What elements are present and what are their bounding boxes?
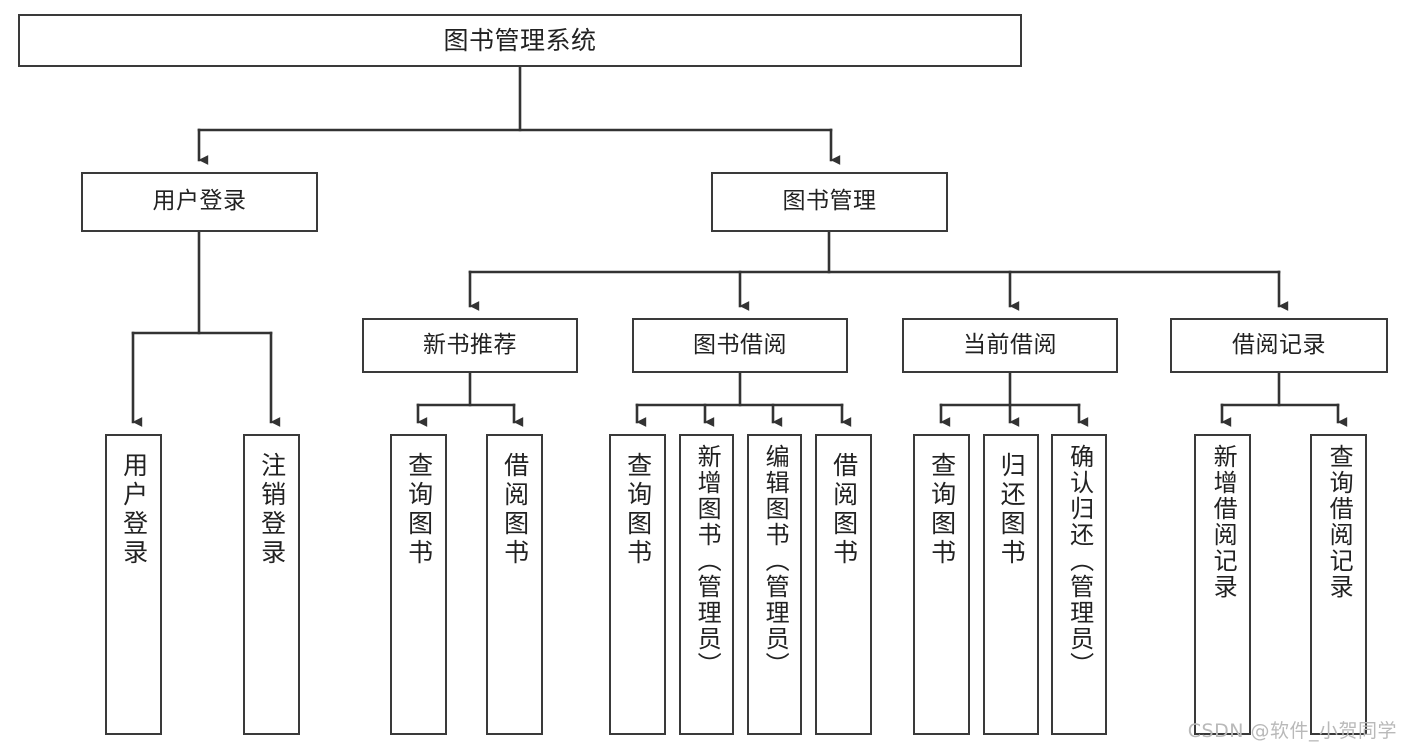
node-new-book-recommend[interactable]: 新书推荐 xyxy=(362,318,578,373)
node-label: 查询借阅记录 xyxy=(1325,444,1354,600)
leaf-book-borrow-edit-admin[interactable]: 编辑图书（管理员） xyxy=(747,434,802,735)
node-label: 确认归还（管理员） xyxy=(1065,444,1094,678)
leaf-book-borrow-query[interactable]: 查询图书 xyxy=(609,434,666,735)
node-book-management[interactable]: 图书管理 xyxy=(711,172,948,232)
node-label: 新书推荐 xyxy=(423,331,517,358)
leaf-current-borrow-return[interactable]: 归还图书 xyxy=(983,434,1039,735)
node-label: 借阅图书 xyxy=(829,452,859,568)
node-label: 新增借阅记录 xyxy=(1209,444,1238,600)
node-label: 新增图书（管理员） xyxy=(693,444,722,678)
leaf-user-login-logout[interactable]: 注销登录 xyxy=(243,434,300,735)
node-book-borrow[interactable]: 图书借阅 xyxy=(632,318,848,373)
node-label: 图书管理系统 xyxy=(443,25,597,55)
node-label: 编辑图书（管理员） xyxy=(761,444,790,678)
leaf-new-book-borrow[interactable]: 借阅图书 xyxy=(486,434,543,735)
node-label: 借阅记录 xyxy=(1232,331,1326,358)
node-current-borrow[interactable]: 当前借阅 xyxy=(902,318,1118,373)
leaf-borrow-record-add[interactable]: 新增借阅记录 xyxy=(1194,434,1251,735)
leaf-new-book-query[interactable]: 查询图书 xyxy=(390,434,447,735)
node-label: 图书管理 xyxy=(782,188,877,215)
watermark-text: CSDN @软件_小贺同学 xyxy=(1187,720,1397,742)
node-label: 图书借阅 xyxy=(693,331,787,358)
leaf-user-login-login[interactable]: 用户登录 xyxy=(105,434,162,735)
node-label: 借阅图书 xyxy=(500,452,530,568)
node-user-login[interactable]: 用户登录 xyxy=(81,172,318,232)
node-borrow-record[interactable]: 借阅记录 xyxy=(1170,318,1388,373)
leaf-book-borrow-add-admin[interactable]: 新增图书（管理员） xyxy=(679,434,734,735)
node-label: 当前借阅 xyxy=(963,331,1057,358)
node-label: 查询图书 xyxy=(404,452,434,568)
leaf-book-borrow-borrow[interactable]: 借阅图书 xyxy=(815,434,872,735)
node-label: 注销登录 xyxy=(257,452,287,568)
leaf-current-borrow-confirm-return-admin[interactable]: 确认归还（管理员） xyxy=(1051,434,1107,735)
node-root-book-management-system[interactable]: 图书管理系统 xyxy=(18,14,1022,67)
node-label: 归还图书 xyxy=(997,452,1027,568)
node-label: 查询图书 xyxy=(623,452,653,568)
node-label: 查询图书 xyxy=(927,452,957,568)
leaf-current-borrow-query[interactable]: 查询图书 xyxy=(913,434,970,735)
leaf-borrow-record-query[interactable]: 查询借阅记录 xyxy=(1310,434,1367,735)
node-label: 用户登录 xyxy=(152,188,247,215)
node-label: 用户登录 xyxy=(119,452,149,568)
